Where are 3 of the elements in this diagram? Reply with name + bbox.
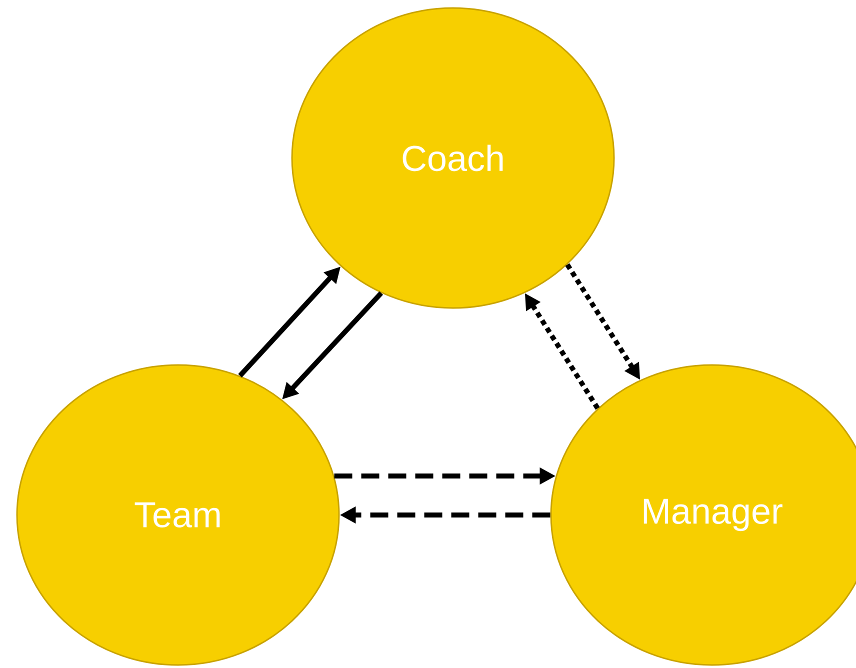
circle-node: Manager [550, 364, 856, 666]
circle-node: Team [16, 364, 340, 666]
circle-node: Coach [291, 7, 615, 309]
